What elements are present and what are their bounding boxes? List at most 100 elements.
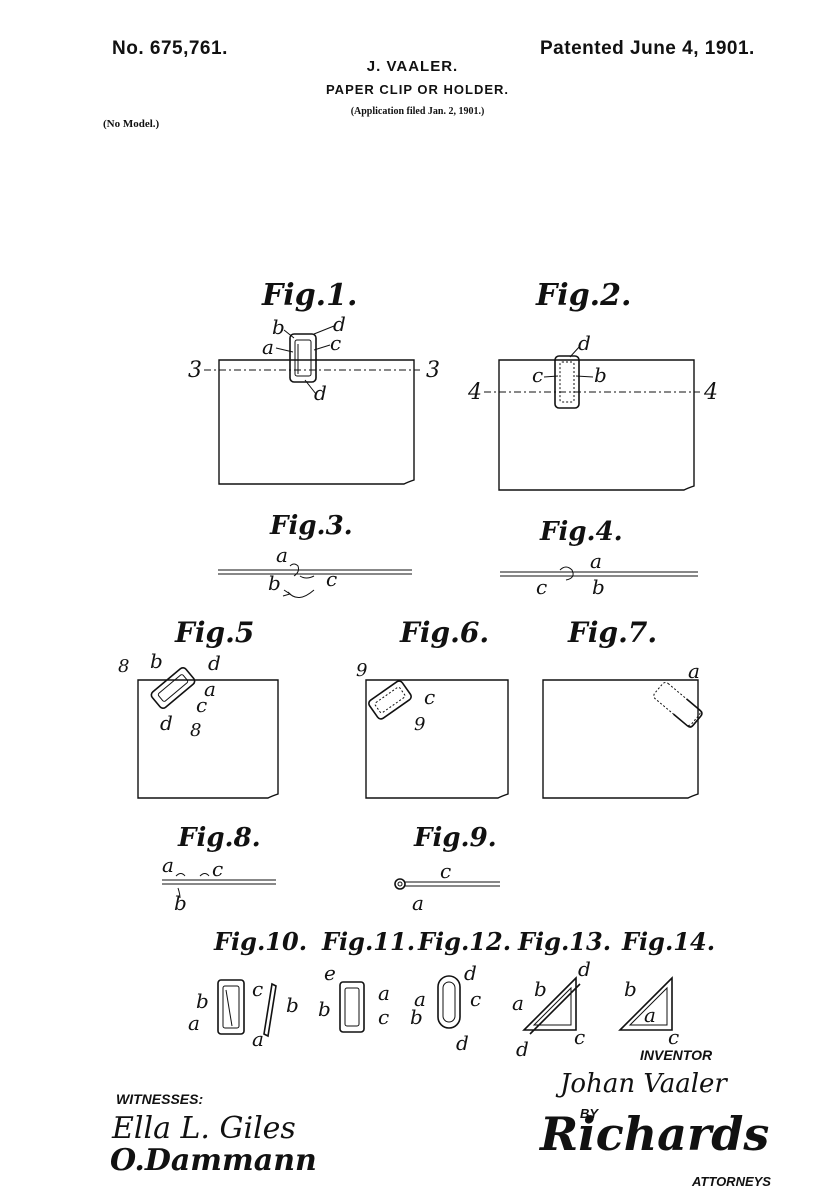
attorneys-label: ATTORNEYS <box>691 1174 771 1189</box>
fig-4-label-b: b <box>592 575 605 599</box>
fig-11-label-c: c <box>378 1005 389 1029</box>
figure-8: Fig.8. a c b <box>162 823 276 915</box>
fig-6-clip <box>368 680 412 720</box>
fig-3-title: Fig.3. <box>269 511 353 541</box>
fig-5-label-c: c <box>196 693 207 717</box>
fig-11-label-a: a <box>378 981 390 1005</box>
fig-7-sheet <box>542 679 699 799</box>
fig-1-label-d-top: d <box>333 312 346 336</box>
attorney-signature: Richards <box>538 1107 769 1161</box>
fig-10-title: Fig.10. <box>213 927 307 956</box>
fig-9-clip-section <box>394 878 406 890</box>
fig-3-clip-section <box>289 563 315 579</box>
fig-6-label-c: c <box>424 685 435 709</box>
fig-9-label-a: a <box>412 891 424 915</box>
fig-8-label-b: b <box>174 891 187 915</box>
inventor-name: J. VAALER. <box>366 58 459 75</box>
footer: WITNESSES: Ella L. Giles O.Dammann INVEN… <box>110 1047 771 1189</box>
fig-12-label-a: a <box>414 987 426 1011</box>
fig-5-label-b: b <box>150 649 163 673</box>
fig-11-label-e: e <box>324 961 336 985</box>
fig-5-sheet <box>137 679 279 799</box>
fig-13-label-b: b <box>534 977 547 1001</box>
fig-14-label-c: c <box>668 1025 679 1049</box>
figure-9: Fig.9. c a <box>394 823 500 915</box>
fig-3-arrow-head <box>282 589 292 597</box>
figure-4: Fig.4. a c b <box>500 517 698 599</box>
fig-11-clip-outer <box>339 981 365 1033</box>
fig-10-clip-outer <box>217 979 245 1035</box>
fig-1-leaders <box>275 325 335 395</box>
fig-1-label-b: b <box>272 315 285 339</box>
fig-1-clip-inner <box>294 339 312 377</box>
fig-6-label-9-bottom: 9 <box>414 714 425 735</box>
by-label: BY <box>580 1106 599 1121</box>
fig-12-label-d-top: d <box>464 961 477 985</box>
fig-10-label-a-side: a <box>252 1027 264 1051</box>
witnesses-label: WITNESSES: <box>116 1091 203 1107</box>
fig-12-label-b: b <box>410 1005 423 1029</box>
fig-3-label-a: a <box>276 543 288 567</box>
fig-2-label-b: b <box>594 363 607 387</box>
patent-number: No. 675,761. <box>112 38 228 59</box>
fig-7-clip <box>653 682 703 728</box>
fig-12-clip-outer <box>437 975 461 1029</box>
figure-3: Fig.3. a b c <box>218 511 412 598</box>
fig-11-clip-inner <box>344 987 360 1027</box>
figure-13: Fig.13. b d a c d <box>512 927 611 1061</box>
figure-7: Fig.7. a <box>542 616 703 799</box>
figure-10: Fig.10. b a c b a <box>188 927 307 1051</box>
fig-5-title: Fig.5 <box>174 616 254 649</box>
fig-5-label-a: a <box>204 677 216 701</box>
fig-13-label-c: c <box>574 1025 585 1049</box>
fig-1-clip-outer <box>289 333 317 383</box>
fig-4-title: Fig.4. <box>539 517 623 547</box>
fig-1-label-c: c <box>330 331 341 355</box>
fig-3-arrow <box>287 589 315 598</box>
fig-10-clip-inner <box>222 985 240 1029</box>
fig-3-label-b: b <box>268 571 281 595</box>
fig-10-label-b: b <box>196 989 209 1013</box>
application-date: (Application filed Jan. 2, 1901.) <box>350 106 485 117</box>
fig-10-clip-tongue <box>225 989 233 1027</box>
fig-1-label-3-right: 3 <box>426 358 440 383</box>
fig-13-title: Fig.13. <box>517 927 611 956</box>
fig-8-label-a: a <box>162 853 174 877</box>
fig-4-clip-section <box>559 566 574 581</box>
fig-4-label-c: c <box>536 575 547 599</box>
fig-2-sheet <box>498 359 695 491</box>
patent-date: Patented June 4, 1901. <box>540 38 755 59</box>
figure-11: Fig.11. e b a c <box>318 927 415 1033</box>
fig-5-clip <box>150 667 196 709</box>
fig-1-title: Fig.1. <box>261 278 357 313</box>
fig-2-label-d: d <box>578 331 591 355</box>
fig-1-label-d-bottom: d <box>314 381 327 405</box>
witness-signature-1: Ella L. Giles <box>111 1111 296 1146</box>
fig-14-clip-inner <box>628 986 668 1026</box>
fig-2-label-c: c <box>532 363 543 387</box>
fig-2-leaders <box>543 345 594 378</box>
fig-13-clip-inner <box>532 986 572 1026</box>
fig-5-label-d-bottom: d <box>160 711 173 735</box>
fig-2-clip-outer <box>554 355 580 409</box>
fig-13-label-a: a <box>512 991 524 1015</box>
fig-10-label-c: c <box>252 977 263 1001</box>
fig-1-label-a: a <box>262 335 274 359</box>
fig-12-label-d-bottom: d <box>456 1031 469 1055</box>
fig-7-title: Fig.7. <box>567 616 657 649</box>
figure-14: Fig.14. b a c <box>618 927 715 1049</box>
fig-2-title: Fig.2. <box>535 278 631 313</box>
fig-10-label-b-side: b <box>286 993 299 1017</box>
fig-14-clip-outer <box>618 976 673 1031</box>
fig-2-label-4-right: 4 <box>703 380 718 405</box>
fig-13-label-d-bottom: d <box>516 1037 529 1061</box>
fig-8-label-c: c <box>212 857 223 881</box>
inventor-label: INVENTOR <box>640 1047 713 1063</box>
fig-12-label-c: c <box>470 987 481 1011</box>
fig-9-label-c: c <box>440 859 451 883</box>
fig-5-label-d-top: d <box>208 651 221 675</box>
fig-4-label-a: a <box>590 549 602 573</box>
fig-1-label-3-left: 3 <box>188 358 202 383</box>
fig-11-title: Fig.11. <box>321 927 415 956</box>
fig-12-clip-inner <box>442 981 456 1023</box>
